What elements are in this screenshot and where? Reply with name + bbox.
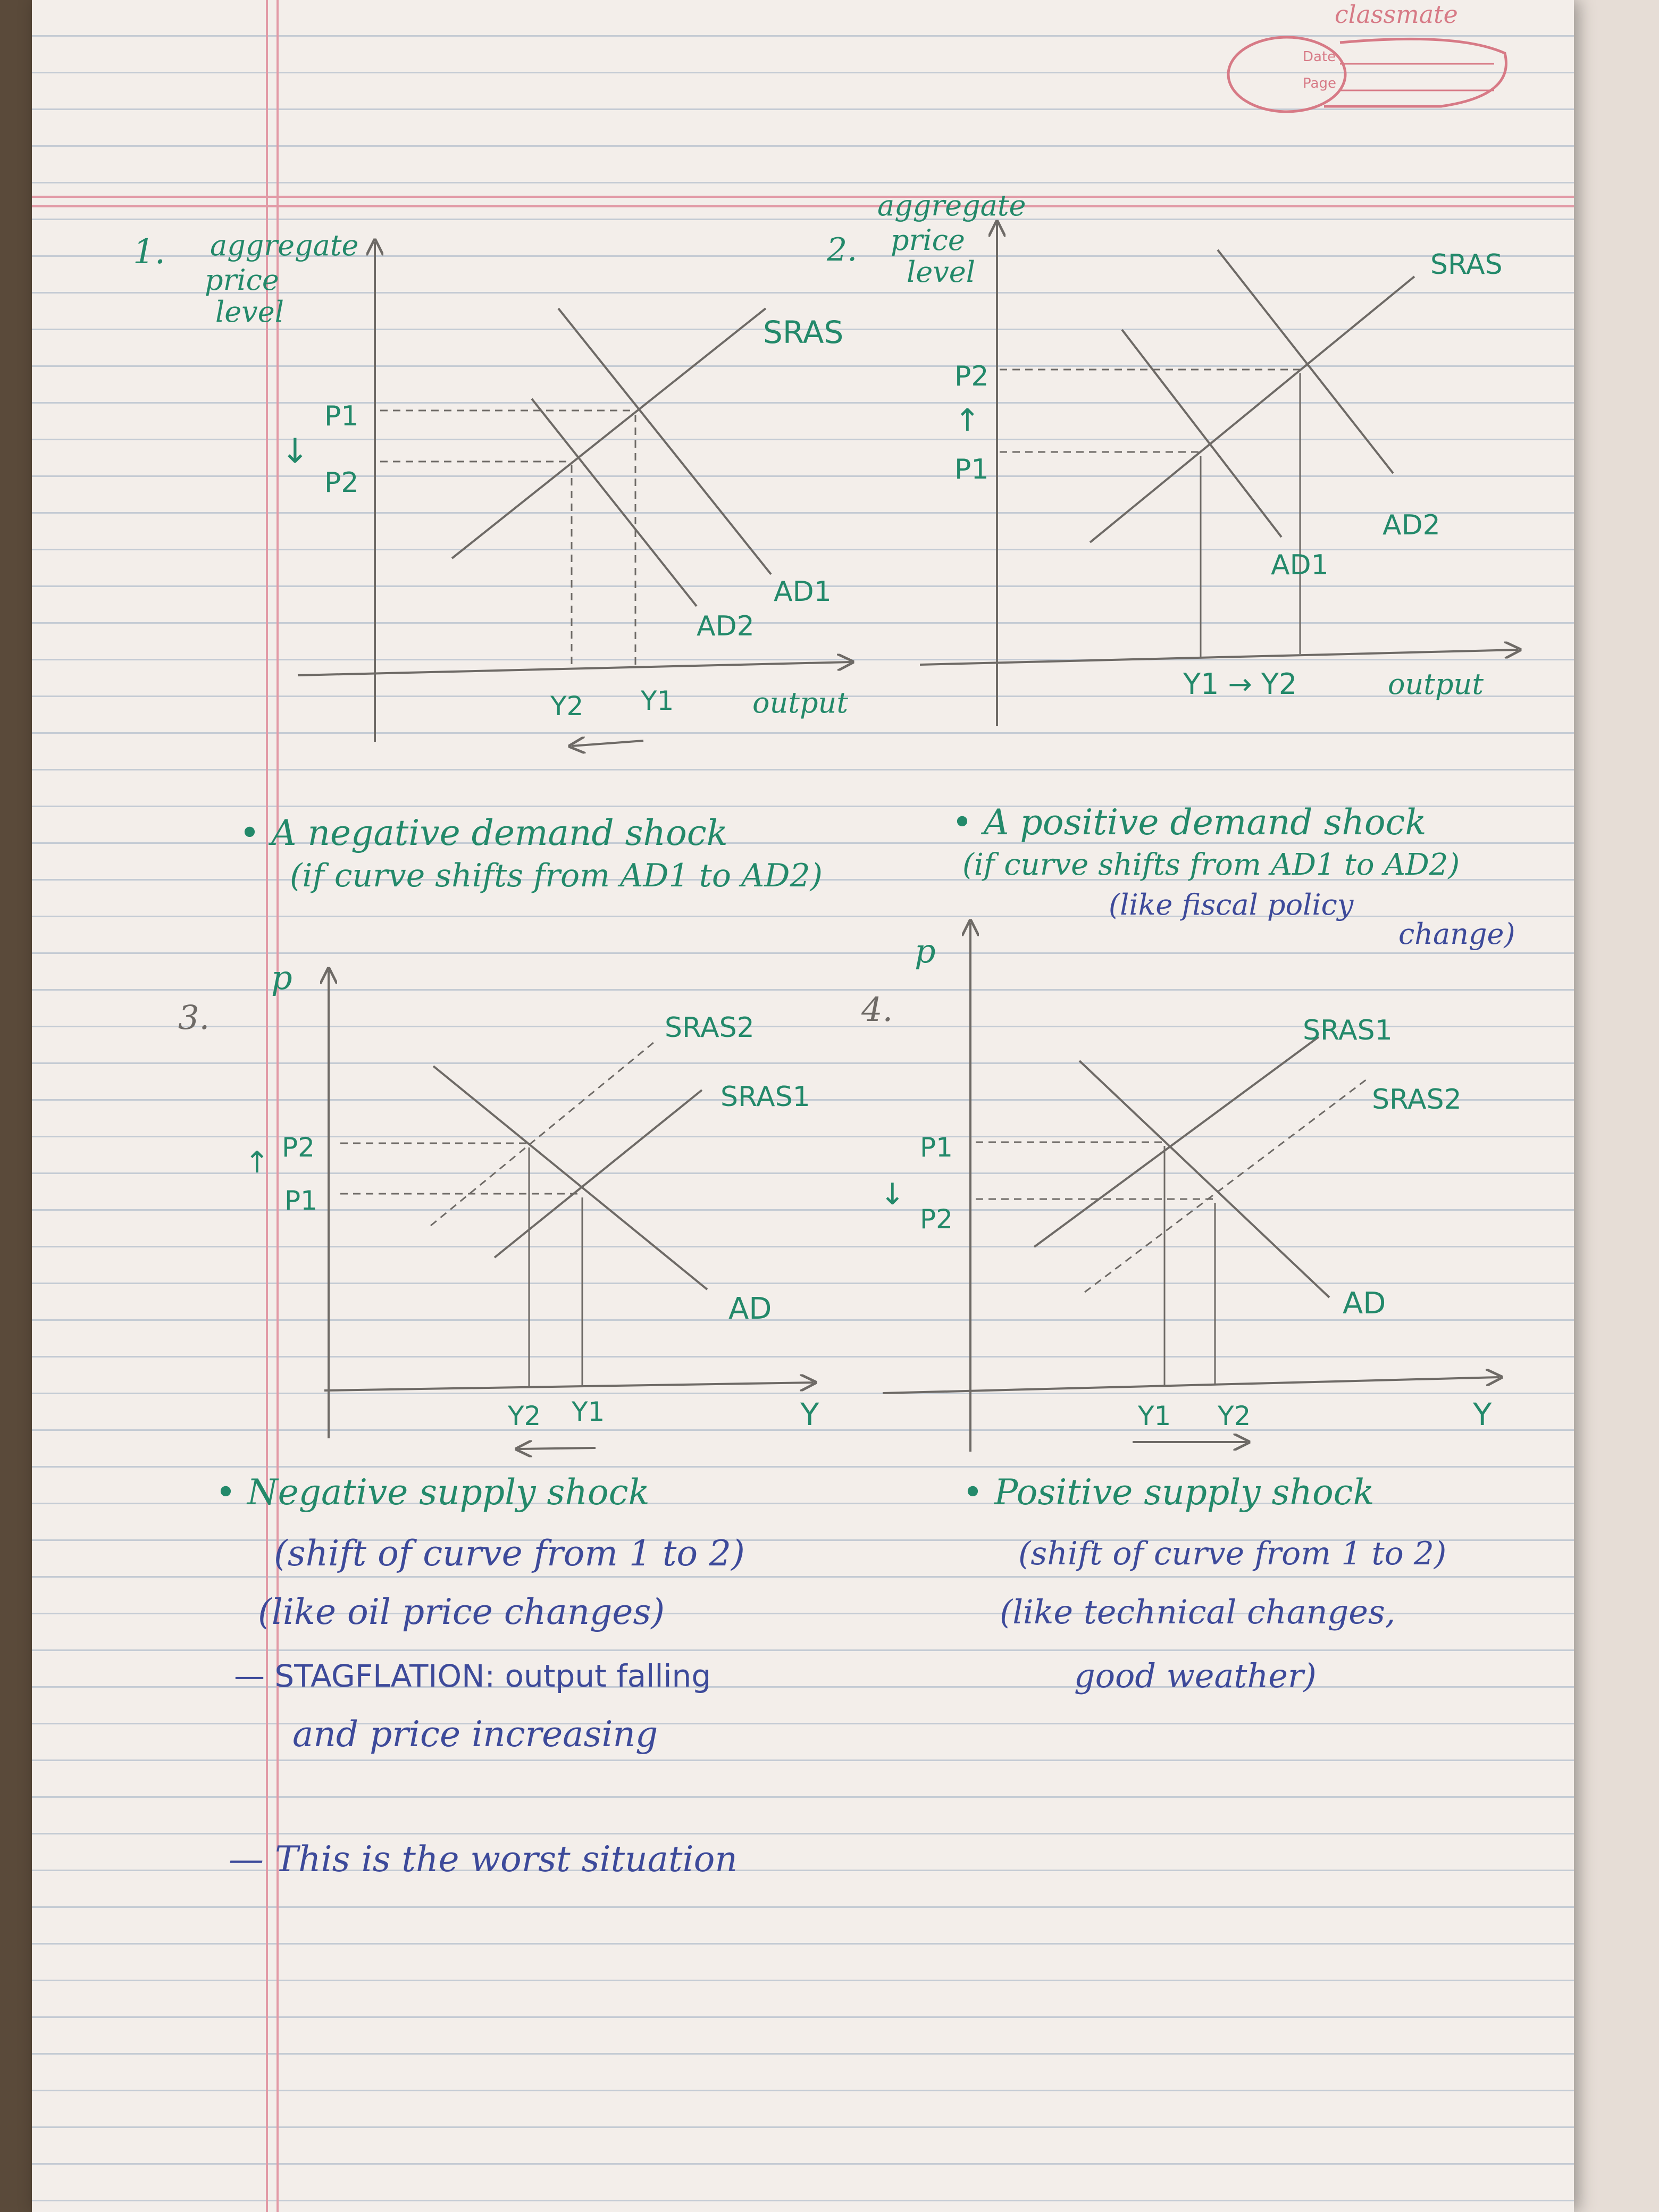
diagram-2: 2. aggregate price level SRAS AD1 AD2 P2… — [826, 189, 1518, 726]
sras2-curve — [430, 1041, 655, 1227]
caption-4-example: (like technical changes, — [1000, 1593, 1396, 1631]
sras-curve — [1089, 275, 1415, 543]
y-axis-label-line1: aggregate — [877, 189, 1026, 222]
price-arrow: ↑ — [245, 1145, 270, 1180]
diagram-number: 4. — [861, 990, 893, 1029]
sras1-label: SRAS1 — [720, 1081, 810, 1113]
ad1-label: AD1 — [1271, 549, 1329, 581]
caption-4-example-cont: good weather) — [1074, 1656, 1317, 1695]
sras2-label: SRAS2 — [1372, 1084, 1462, 1116]
diagram-1: 1. aggregate price level SRAS AD1 AD2 P1… — [133, 229, 851, 746]
brand-name: classmate — [1335, 0, 1458, 29]
sras-label: SRAS — [763, 314, 843, 350]
p2-label: P2 — [324, 467, 358, 499]
p2-label: P2 — [920, 1204, 953, 1235]
y-axis-label: p — [271, 958, 292, 997]
caption-2-title: • A positive demand shock — [952, 802, 1427, 843]
y1-label: Y1 — [1137, 1401, 1171, 1431]
diagram-number: 3. — [178, 998, 210, 1037]
caption-1-title: • A negative demand shock — [239, 812, 728, 853]
x-axis-label: Y — [800, 1396, 819, 1432]
ad1-label: AD1 — [774, 576, 832, 608]
ad2-label: AD2 — [697, 610, 755, 642]
p2-label: P2 — [954, 361, 988, 392]
y1-label: Y1 — [571, 1396, 605, 1427]
diagram-number: 2. — [826, 231, 857, 269]
y-axis-label-line2: price — [205, 263, 279, 297]
y-axis-label-line1: aggregate — [210, 229, 359, 262]
ad-curve — [432, 1065, 708, 1291]
caption-3-example: (like oil price changes) — [258, 1591, 665, 1632]
x-axis — [297, 662, 851, 676]
brand-stamp — [1227, 36, 1507, 113]
sras2-curve — [1084, 1078, 1367, 1293]
x-axis-label: output — [1388, 667, 1484, 701]
y2-label: Y2 — [507, 1401, 541, 1431]
caption-1-detail: (if curve shifts from AD1 to AD2) — [290, 857, 823, 894]
y2-label: Y2 — [550, 691, 583, 722]
caption-4-title: • Positive supply shock — [962, 1472, 1375, 1513]
diagram-3: 3. p SRAS2 SRAS1 AD ↑ P2 P1 Y2 Y1 Y — [178, 958, 819, 1449]
y-axis-label-line3: level — [907, 255, 975, 289]
caption-4-detail: (shift of curve from 1 to 2) — [1018, 1535, 1447, 1572]
caption-3-stagflation-cont: and price increasing — [292, 1714, 658, 1755]
p1-label: P1 — [954, 454, 988, 485]
sras1-label: SRAS1 — [1303, 1015, 1393, 1046]
caption-2-example-cont: change) — [1398, 917, 1515, 951]
y2-label: Y2 — [1217, 1401, 1251, 1431]
caption-3-stagflation: — STAGFLATION: output falling — [234, 1658, 711, 1694]
margin-line — [276, 0, 279, 2212]
x-axis — [882, 1377, 1499, 1394]
y-axis-label-line2: price — [891, 223, 965, 257]
y1-label: Y1 — [640, 685, 674, 716]
ad-label: AD — [728, 1292, 772, 1326]
caption-3-title: • Negative supply shock — [215, 1472, 650, 1513]
diagram-number: 1. — [133, 232, 165, 272]
p1-label: P1 — [324, 400, 358, 432]
header-line — [32, 205, 1574, 207]
margin-line — [266, 0, 268, 2212]
x-axis-label: Y — [1472, 1396, 1492, 1432]
adjacent-page — [1574, 0, 1659, 2212]
p1-label: P1 — [284, 1185, 317, 1216]
p1-label: P1 — [920, 1132, 953, 1163]
sras2-label: SRAS2 — [665, 1012, 755, 1044]
ad-label: AD — [1343, 1286, 1386, 1321]
caption-3-detail: (shift of curve from 1 to 2) — [274, 1533, 745, 1574]
caption-3-remark: — This is the worst situation — [229, 1839, 738, 1880]
caption-2-detail: (if curve shifts from AD1 to AD2) — [962, 848, 1460, 882]
ad-curve — [1078, 1060, 1330, 1298]
ad2-label: AD2 — [1382, 509, 1440, 541]
x-axis — [919, 650, 1518, 666]
ad2-curve — [1217, 249, 1394, 474]
output-shift-arrow — [518, 1448, 596, 1449]
output-shift-arrow — [572, 741, 644, 746]
brand-date-label: Date — [1303, 49, 1336, 65]
price-arrow: ↑ — [954, 402, 981, 438]
ad1-curve — [1121, 329, 1283, 538]
price-arrow: ↓ — [880, 1177, 905, 1212]
y-axis-label-line3: level — [215, 295, 284, 329]
sras-label: SRAS — [1430, 249, 1503, 281]
sras1-curve — [493, 1089, 703, 1259]
output-change-label: Y1 → Y2 — [1183, 667, 1297, 701]
sras-curve — [451, 307, 767, 559]
ad2-curve — [531, 398, 698, 607]
notebook-page — [32, 0, 1574, 2212]
x-axis — [324, 1382, 814, 1392]
y-axis-label: p — [915, 932, 936, 970]
diagram-4: 4. p SRAS1 SRAS2 AD P1 ↓ P2 Y1 Y2 Y — [861, 923, 1499, 1452]
price-arrow: ↓ — [281, 432, 309, 471]
sras1-curve — [1033, 1036, 1320, 1248]
ad1-curve — [557, 307, 772, 575]
header-line — [32, 196, 1574, 198]
brand-page-label: Page — [1303, 76, 1336, 91]
x-axis-label: output — [752, 686, 848, 719]
caption-2-example: (like fiscal policy — [1109, 888, 1354, 921]
p2-label: P2 — [282, 1132, 315, 1163]
